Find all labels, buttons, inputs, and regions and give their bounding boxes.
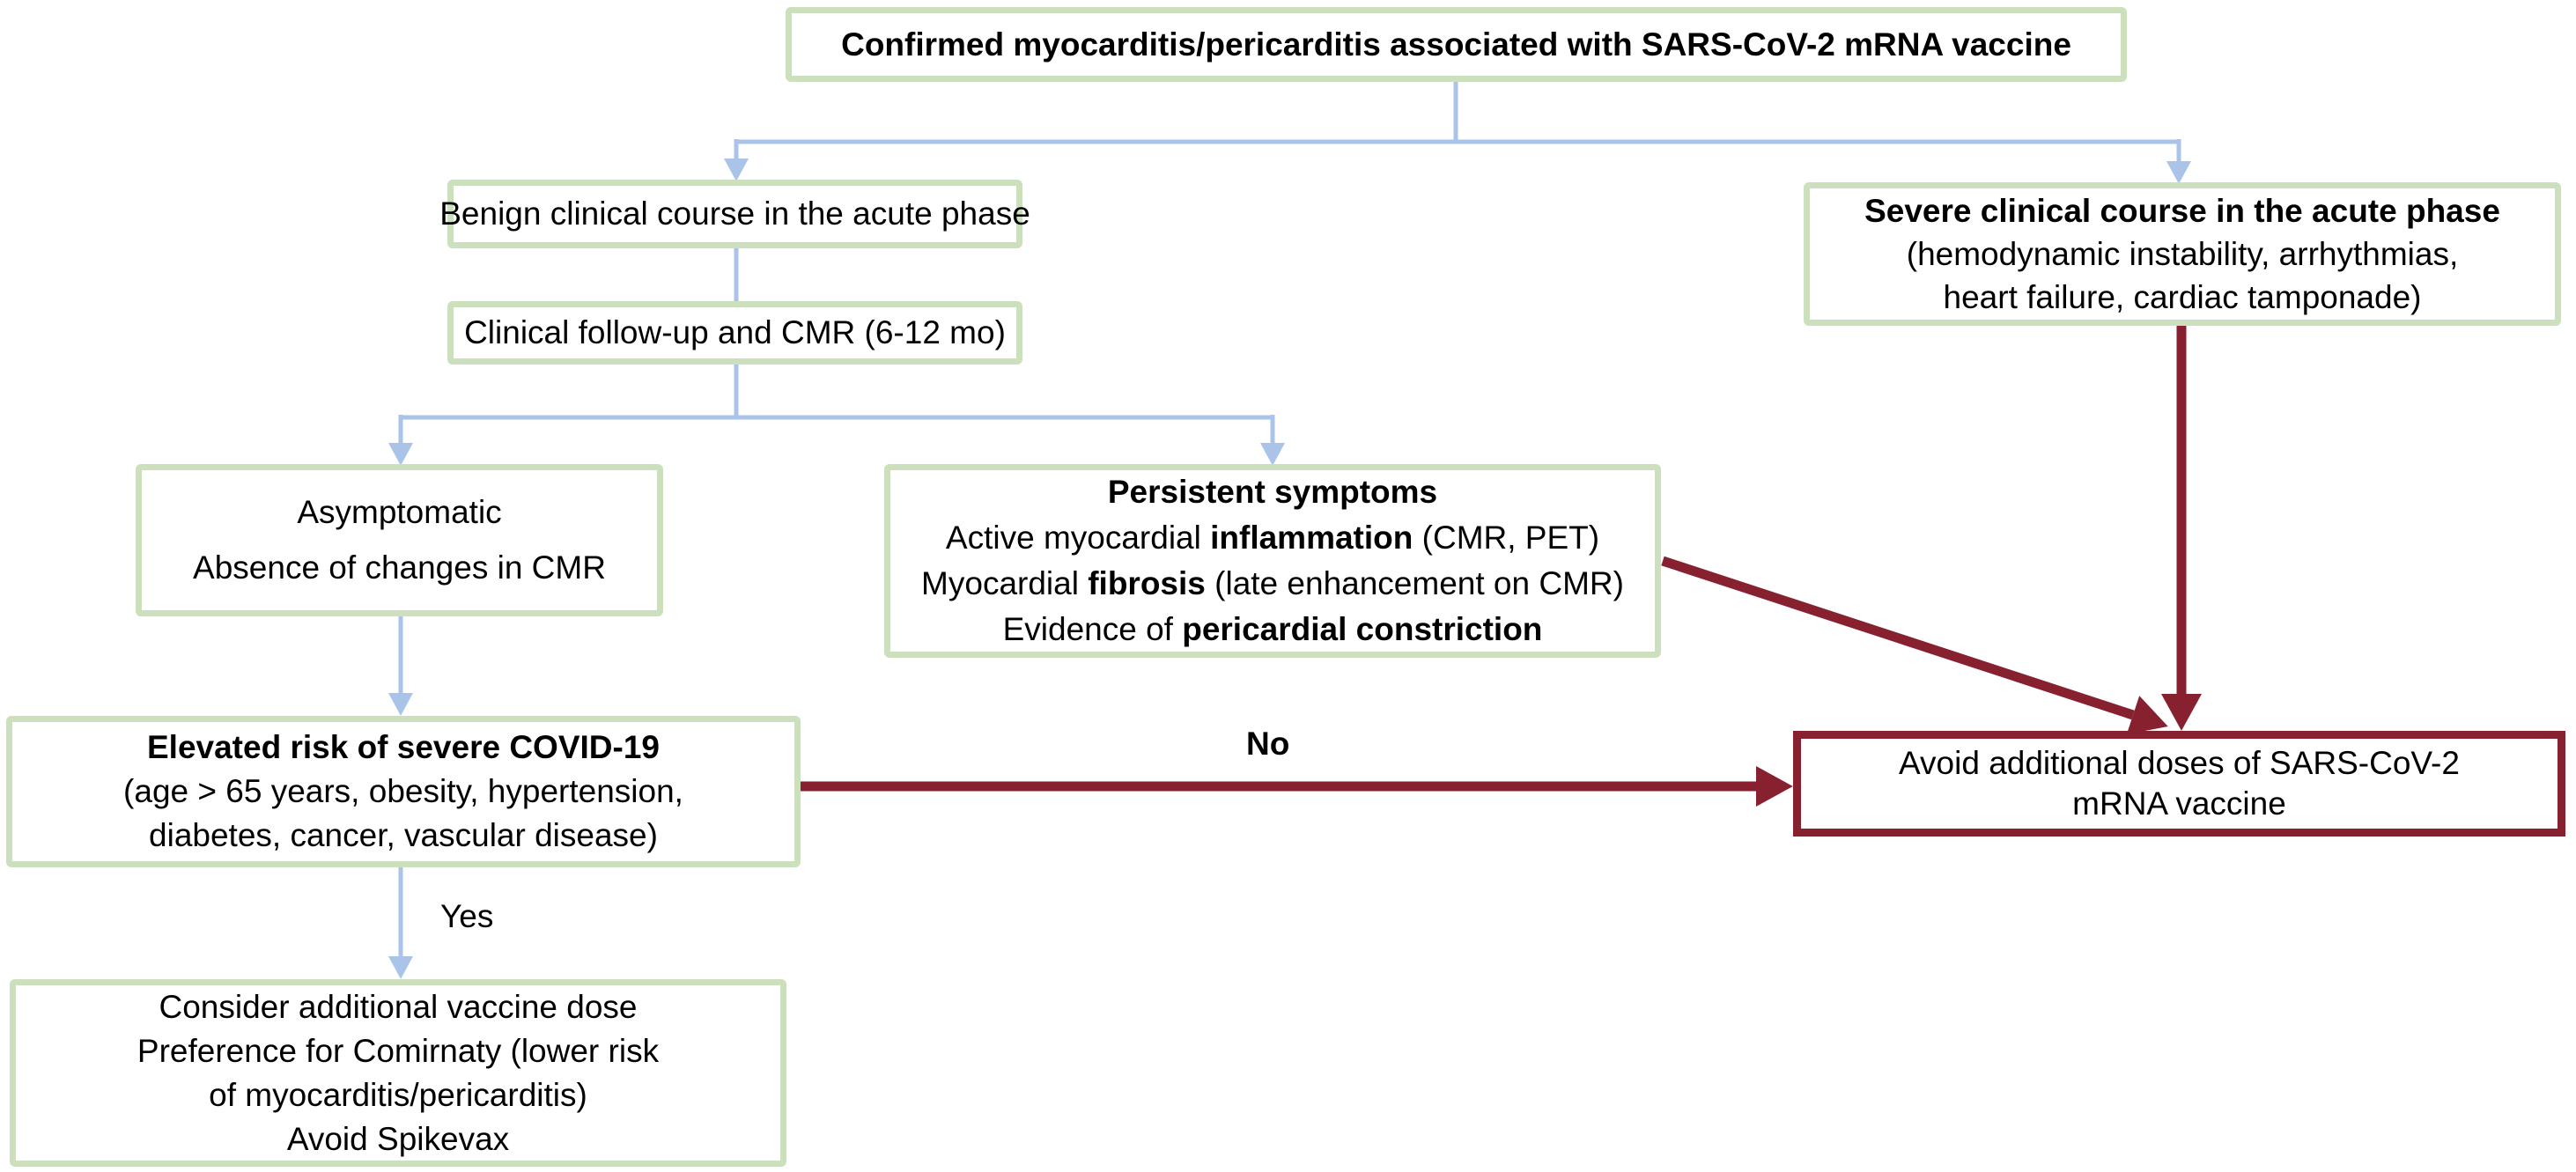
box-consider-line3: of myocarditis/pericarditis) <box>209 1076 587 1113</box>
box-benign-text: Benign clinical course in the acute phas… <box>439 195 1030 232</box>
box-benign-course: Benign clinical course in the acute phas… <box>439 180 1030 248</box>
box-elevated-line1: Elevated risk of severe COVID-19 <box>146 729 660 765</box>
persistent-line2-suffix: (CMR, PET) <box>1413 520 1600 556</box>
persistent-line2-bold: inflammation <box>1210 520 1413 556</box>
box-consider-line1: Consider additional vaccine dose <box>159 988 638 1025</box>
box-asymptomatic-line1: Asymptomatic <box>297 494 502 530</box>
box-confirmed-text: Confirmed myocarditis/pericarditis assoc… <box>841 26 2071 63</box>
box-avoid-line1: Avoid additional doses of SARS-CoV-2 <box>1899 745 2460 781</box>
persistent-line4-prefix: Evidence of <box>1002 611 1183 647</box>
box-avoid-doses: Avoid additional doses of SARS-CoV-2 mRN… <box>1793 731 2565 837</box>
persistent-line3-prefix: Myocardial <box>921 565 1089 601</box>
persistent-line2-prefix: Active myocardial <box>945 520 1211 556</box>
edge-label-no: No <box>1246 726 1290 762</box>
box-persistent-title: Persistent symptoms <box>1107 474 1438 510</box>
box-avoid-line2: mRNA vaccine <box>2072 785 2286 822</box>
box-severe-line1: Severe clinical course in the acute phas… <box>1864 193 2500 229</box>
box-asymptomatic-line2: Absence of changes in CMR <box>193 549 606 586</box>
box-persistent-line2: Active myocardial inflammation (CMR, PET… <box>946 515 1599 561</box>
box-elevated-line3: diabetes, cancer, vascular disease) <box>149 817 658 853</box>
persistent-line3-bold: fibrosis <box>1088 565 1206 601</box>
box-consider-line2: Preference for Comirnaty (lower risk <box>137 1032 660 1069</box>
box-elevated-line2: (age > 65 years, obesity, hypertension, <box>123 773 683 809</box>
box-followup-text: Clinical follow-up and CMR (6-12 mo) <box>464 314 1006 350</box>
box-consider-dose: Consider additional vaccine dose Prefere… <box>10 979 786 1167</box>
persistent-line3-suffix: (late enhancement on CMR) <box>1205 565 1624 601</box>
box-consider-line4: Avoid Spikevax <box>286 1120 510 1157</box>
blue-split-top <box>724 82 2191 184</box>
red-arrow-persistent-avoid <box>1661 556 2168 734</box>
box-persistent-line3: Myocardial fibrosis (late enhancement on… <box>921 561 1624 607</box>
box-asymptomatic: Asymptomatic Absence of changes in CMR <box>136 464 663 616</box>
edge-label-yes: Yes <box>440 898 494 934</box>
box-severe-line3: heart failure, cardiac tamponade) <box>1943 279 2422 315</box>
box-severe-line2: (hemodynamic instability, arrhythmias, <box>1906 236 2459 272</box>
box-clinical-followup: Clinical follow-up and CMR (6-12 mo) <box>447 301 1022 365</box>
persistent-line4-bold: pericardial constriction <box>1182 611 1543 647</box>
blue-split-followup <box>388 365 1285 466</box>
box-confirmed-myopericarditis: Confirmed myocarditis/pericarditis assoc… <box>786 7 2127 82</box>
box-elevated-risk: Elevated risk of severe COVID-19 (age > … <box>6 716 801 867</box>
box-persistent-line4: Evidence of pericardial constriction <box>1003 607 1543 652</box>
box-severe-course: Severe clinical course in the acute phas… <box>1804 182 2561 326</box>
box-persistent-symptoms: Persistent symptoms Active myocardial in… <box>884 464 1661 658</box>
